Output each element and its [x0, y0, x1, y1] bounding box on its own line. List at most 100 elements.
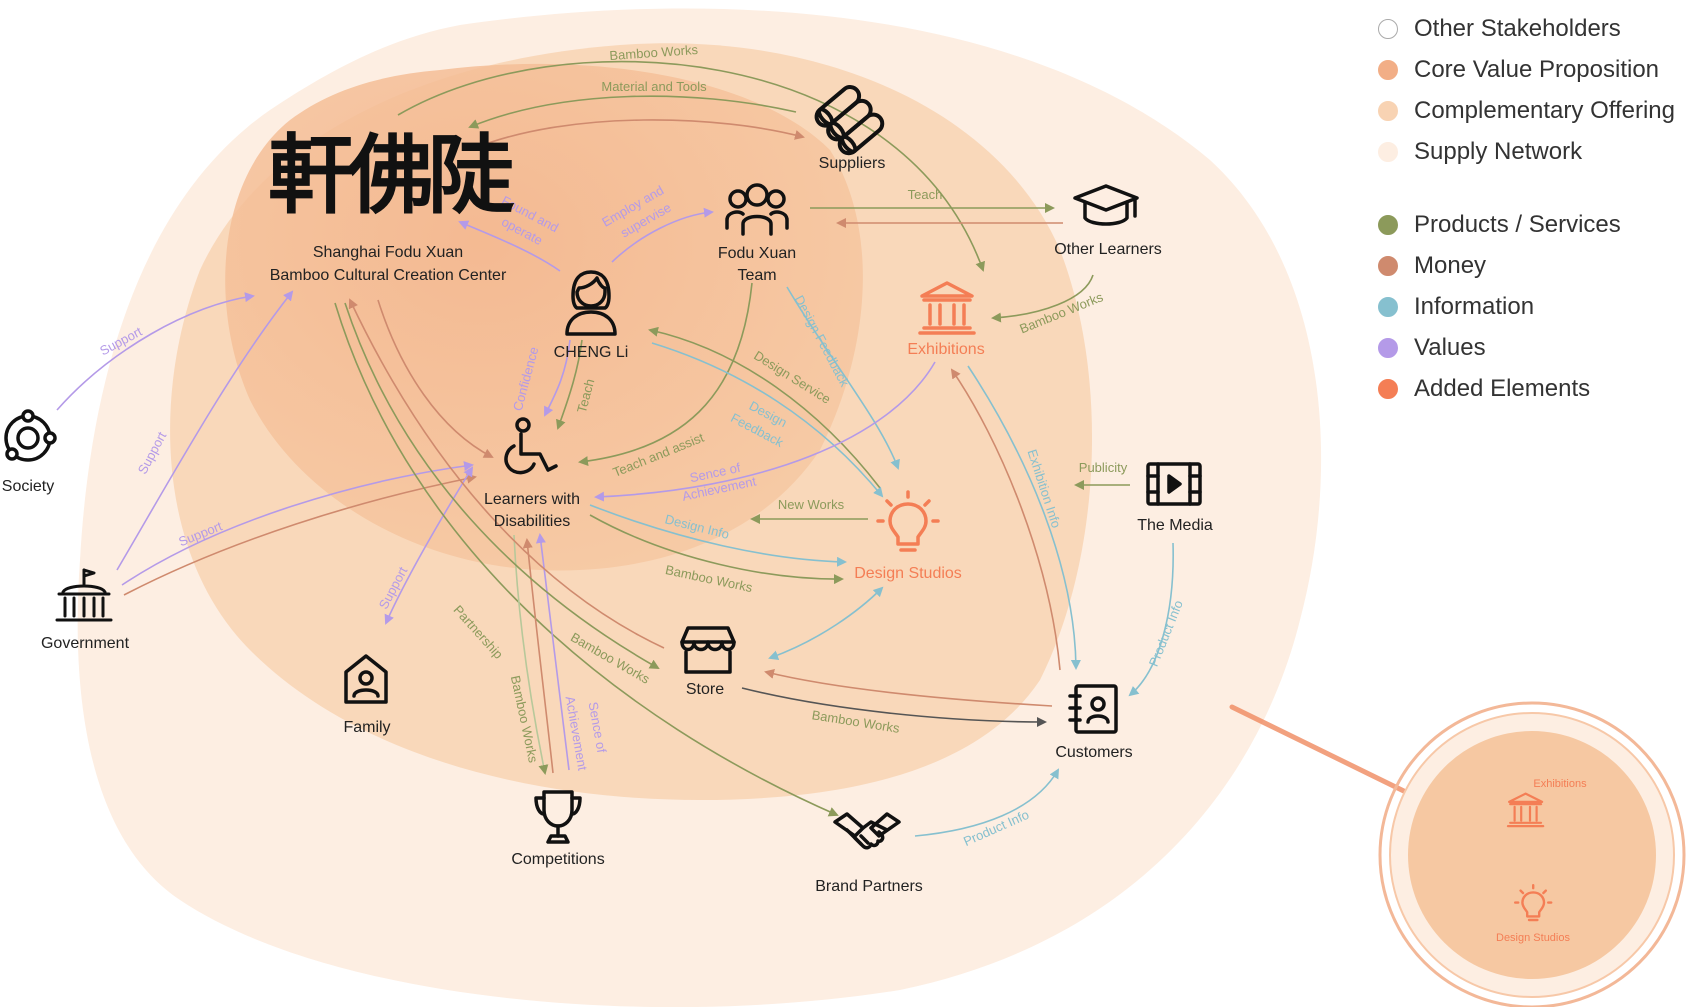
- film-icon: [1146, 462, 1202, 506]
- flow-design-info: [589, 504, 847, 567]
- flow-exhibition-info: [967, 365, 1081, 670]
- legend-item: Complementary Offering: [1378, 90, 1698, 131]
- flow-suppliers-money: [474, 119, 805, 149]
- legend-swatch: [1378, 296, 1398, 317]
- legend-item: Money: [1378, 245, 1698, 286]
- competitions-label: Competitions: [511, 851, 604, 868]
- legend-swatch: [1378, 100, 1398, 121]
- legend-label: Information: [1414, 292, 1535, 320]
- government-label: Government: [41, 635, 130, 652]
- graduation-cap-icon: [1073, 184, 1139, 226]
- flow-design-service: [648, 326, 881, 489]
- bamboo-logs-icon: [814, 85, 885, 156]
- zones: [77, 8, 1322, 1007]
- legend-item: Other Stakeholders: [1378, 8, 1698, 49]
- society-label: Society: [2, 478, 54, 495]
- network-icon: [4, 409, 57, 462]
- learners-label-line1: Learners with: [484, 491, 580, 508]
- home-user-icon: [344, 654, 388, 704]
- contacts-book-icon: [1068, 684, 1118, 734]
- inset-outer-circle: [1378, 701, 1686, 1007]
- group-icon: [725, 183, 789, 236]
- cheng-label: CHENG Li: [554, 344, 629, 361]
- flow-comp-money: [522, 538, 554, 774]
- partners-label: Brand Partners: [815, 878, 923, 895]
- legend-item: Supply Network: [1378, 131, 1698, 172]
- legend-label: Added Elements: [1414, 374, 1591, 402]
- legend-swatch: [1378, 214, 1398, 235]
- flow-teach-cheng: [556, 339, 583, 430]
- legend-label: Values: [1414, 333, 1486, 361]
- flow-bamboo-works-top: [397, 60, 985, 272]
- flow-confidence: [544, 339, 571, 417]
- inset-connector: [1229, 704, 1415, 798]
- flow-product-info-media: [1128, 542, 1174, 697]
- legend-item: Core Value Proposition: [1378, 49, 1698, 90]
- legend-gap: [1378, 172, 1698, 204]
- calligraphy-seal-logo: 軒佛陡: [268, 125, 521, 226]
- flow-partnership: [334, 302, 839, 817]
- svg-text:軒佛陡: 軒佛陡: [268, 125, 515, 226]
- flow-material-tools: [468, 95, 797, 129]
- flow-design-feedback: [651, 342, 884, 498]
- team-label-line1: Fodu Xuan: [718, 245, 796, 262]
- museum-icon: [918, 281, 976, 335]
- other-learners-label: Other Learners: [1054, 241, 1162, 258]
- flow-design-feedback-team: [786, 286, 900, 470]
- core-value-zone: [225, 63, 863, 571]
- inset-museum-icon: [1506, 792, 1545, 828]
- flow-achievement: [594, 361, 936, 502]
- legend-swatch: [1378, 141, 1398, 162]
- government-building-icon: [55, 568, 113, 622]
- flow-label: New Works: [778, 497, 845, 512]
- nodes: 軒佛陡 Shanghai Fodu Xuan Bamboo Cultural C…: [2, 85, 1213, 895]
- flow-label: Material and Tools: [601, 79, 707, 94]
- legend-swatch: [1378, 337, 1398, 358]
- legend-label: Money: [1414, 251, 1487, 279]
- legend-item: Information: [1378, 286, 1698, 327]
- legend-item: Values: [1378, 327, 1698, 368]
- handshake-icon: [833, 812, 901, 850]
- inset-studios-label: Design Studios: [1496, 932, 1570, 944]
- flow-center-learners-money: [377, 299, 494, 458]
- flow-teach-assist: [578, 282, 753, 467]
- flow-support-family: [384, 466, 474, 625]
- learners-label-line2: Disabilities: [494, 513, 570, 530]
- inset-detail: Exhibitions Design Studios: [1229, 701, 1686, 1007]
- legend-label: Products / Services: [1414, 210, 1621, 238]
- trophy-icon: [534, 790, 582, 844]
- legend-item: Products / Services: [1378, 204, 1698, 245]
- legend-label: Other Stakeholders: [1414, 14, 1621, 42]
- flow-customers-store-money: [764, 669, 1053, 707]
- flow-bamboo-works-store: [344, 302, 660, 669]
- storefront-icon: [680, 626, 736, 674]
- customers-label: Customers: [1055, 744, 1132, 761]
- woman-icon: [565, 270, 617, 336]
- suppliers-label: Suppliers: [819, 155, 886, 172]
- legend-label: Complementary Offering: [1414, 96, 1675, 124]
- flow-product-info-partners: [914, 768, 1059, 837]
- legend-swatch: [1378, 255, 1398, 276]
- legend-label: Supply Network: [1414, 137, 1583, 165]
- store-label: Store: [686, 681, 724, 698]
- family-label: Family: [343, 719, 390, 736]
- media-label: The Media: [1137, 517, 1213, 534]
- flow-support-gov-up: [116, 290, 294, 571]
- team-label-line2: Team: [737, 267, 776, 284]
- flow-bamboo-works-exh: [991, 274, 1094, 323]
- flow-found-operate: [458, 220, 561, 272]
- flow-bamboo-works-studio: [589, 514, 844, 585]
- flow-label: Publicity: [1079, 460, 1128, 475]
- legend-label: Core Value Proposition: [1414, 55, 1660, 83]
- studios-label: Design Studios: [854, 565, 962, 582]
- flow-label: Bamboo Works: [609, 42, 699, 63]
- exhibitions-label: Exhibitions: [907, 341, 984, 358]
- legend-swatch: [1378, 378, 1398, 399]
- inset-inner-circle: [1408, 731, 1656, 979]
- flow-achievement-comp: [535, 533, 570, 771]
- flow-support-society: [56, 292, 255, 411]
